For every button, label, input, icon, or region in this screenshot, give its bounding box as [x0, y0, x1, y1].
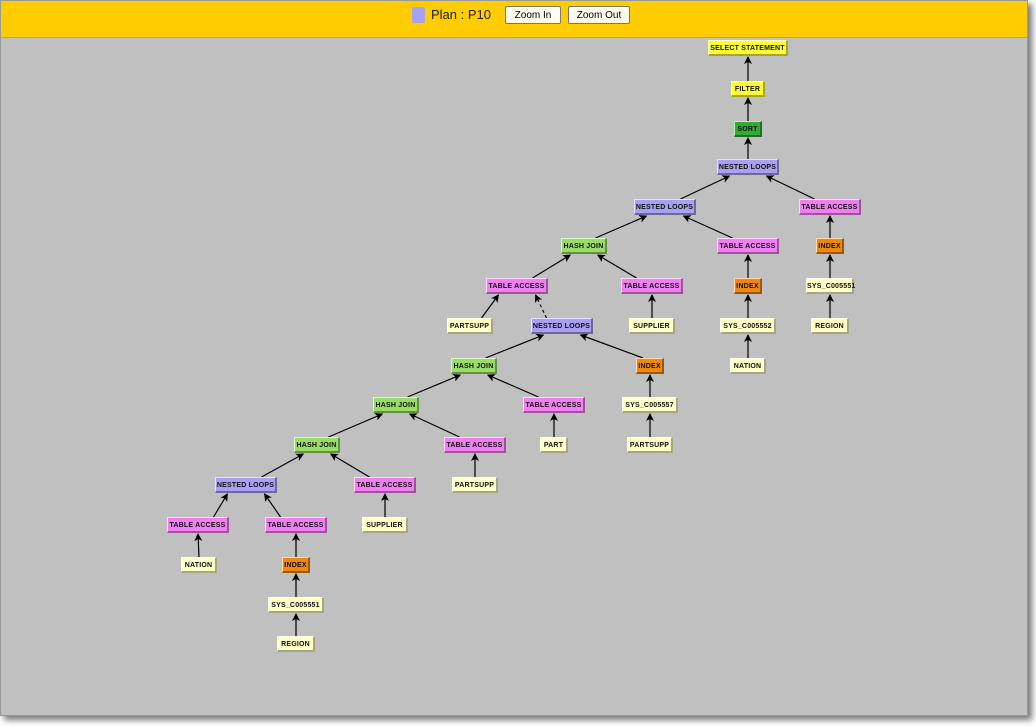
plan-edge	[194, 533, 203, 558]
plan-node-sys-c005557[interactable]: SYS_C005557	[622, 397, 678, 413]
plan-node-index[interactable]: INDEX	[816, 238, 844, 254]
plan-node-sort[interactable]: SORT	[734, 121, 762, 137]
plan-node-partsupp[interactable]: PARTSUPP	[452, 477, 498, 493]
plan-edge	[596, 254, 637, 279]
plan-node-index[interactable]: INDEX	[734, 278, 762, 294]
plan-node-nation[interactable]: NATION	[181, 557, 217, 573]
plan-node-hash-join[interactable]: HASH JOIN	[373, 397, 419, 413]
plan-node-nested-loops[interactable]: NESTED LOOPS	[215, 477, 277, 493]
plan-edge	[682, 215, 733, 239]
plan-edge	[264, 493, 281, 518]
plan-edge	[595, 215, 648, 239]
plan-edge	[765, 175, 815, 200]
plan-node-supplier[interactable]: SUPPLIER	[629, 318, 675, 334]
plan-node-region[interactable]: REGION	[811, 318, 849, 334]
plan-edge	[680, 175, 731, 200]
plan-node-hash-join[interactable]: HASH JOIN	[561, 238, 607, 254]
plan-edge	[328, 413, 384, 438]
plan-node-select-statement[interactable]: SELECT STATEMENT	[708, 40, 788, 56]
plan-edge	[408, 413, 460, 438]
plan-edge	[481, 294, 499, 319]
plan-node-table-access[interactable]: TABLE ACCESS	[444, 437, 506, 453]
zoom-out-button[interactable]: Zoom Out	[568, 6, 630, 24]
plan-edge	[486, 374, 539, 398]
plan-node-hash-join[interactable]: HASH JOIN	[451, 358, 497, 374]
plan-node-region[interactable]: REGION	[277, 636, 315, 652]
plan-title: Plan : P10	[431, 7, 491, 22]
plan-edge	[329, 453, 370, 478]
plan-node-sys-c005551[interactable]: SYS_C005551	[268, 597, 324, 613]
plan-edge	[407, 374, 462, 398]
plan-node-table-access[interactable]: TABLE ACCESS	[486, 278, 548, 294]
plan-node-filter[interactable]: FILTER	[731, 81, 765, 97]
plan-edge	[485, 333, 545, 359]
plan-node-supplier[interactable]: SUPPLIER	[362, 517, 408, 533]
plan-node-nested-loops[interactable]: NESTED LOOPS	[634, 199, 696, 215]
plan-graph-edges	[194, 56, 834, 636]
plan-edge	[212, 493, 228, 518]
plan-node-nation[interactable]: NATION	[730, 358, 766, 374]
plan-node-hash-join[interactable]: HASH JOIN	[294, 437, 340, 453]
plan-node-table-access[interactable]: TABLE ACCESS	[799, 199, 861, 215]
plan-node-table-access[interactable]: TABLE ACCESS	[717, 238, 779, 254]
plan-node-table-access[interactable]: TABLE ACCESS	[523, 397, 585, 413]
zoom-in-button[interactable]: Zoom In	[505, 6, 561, 24]
plan-node-sys-c005551[interactable]: SYS_C005551	[806, 278, 855, 294]
plan-edge	[532, 254, 572, 279]
plan-node-index[interactable]: INDEX	[282, 557, 310, 573]
plan-node-table-access[interactable]: TABLE ACCESS	[621, 278, 683, 294]
plan-node-partsupp[interactable]: PARTSUPP	[447, 318, 493, 334]
plan-edge	[579, 333, 644, 359]
plan-node-nested-loops[interactable]: NESTED LOOPS	[531, 318, 593, 334]
plan-window: Plan : P10 Zoom In Zoom Out SELECT STATE…	[0, 0, 1028, 716]
plan-color-swatch	[412, 7, 425, 23]
plan-node-sys-c005552[interactable]: SYS_C005552	[720, 318, 776, 334]
plan-node-table-access[interactable]: TABLE ACCESS	[354, 477, 416, 493]
plan-node-table-access[interactable]: TABLE ACCESS	[167, 517, 229, 533]
plan-node-partsupp[interactable]: PARTSUPP	[627, 437, 673, 453]
plan-node-index[interactable]: INDEX	[636, 358, 664, 374]
plan-edge	[261, 453, 305, 478]
plan-edge	[534, 294, 548, 319]
plan-node-table-access[interactable]: TABLE ACCESS	[265, 517, 327, 533]
plan-node-nested-loops[interactable]: NESTED LOOPS	[717, 159, 779, 175]
toolbar: Plan : P10 Zoom In Zoom Out	[1, 1, 1027, 38]
plan-node-part[interactable]: PART	[540, 437, 568, 453]
